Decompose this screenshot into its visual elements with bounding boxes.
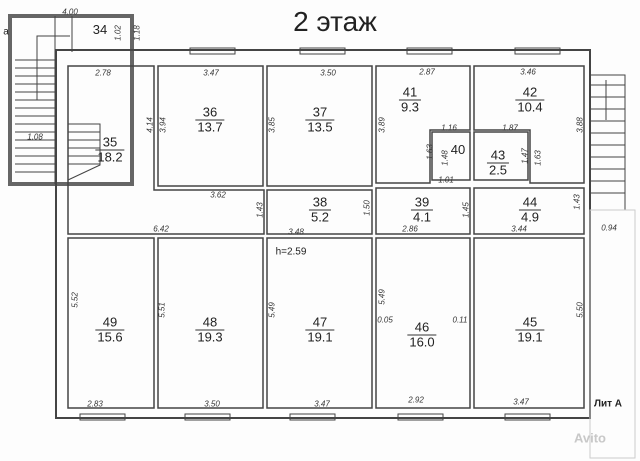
room-area: 4.9: [518, 209, 542, 225]
dimension-label: 0.11: [452, 315, 468, 325]
dimension-label: 3.62: [210, 190, 226, 200]
dimension-label: 4.14: [145, 117, 155, 133]
dimension-label: 1.87: [502, 123, 518, 133]
room-area: 19.1: [305, 329, 335, 345]
dimension-label: 2.78: [95, 68, 111, 78]
room-number: 34: [92, 22, 108, 37]
dimension-label: 3.88: [575, 117, 585, 133]
dimension-label: 5.50: [575, 302, 585, 318]
room-number: 40: [450, 142, 466, 157]
dimension-label: 3.89: [377, 117, 387, 133]
dimension-label: 3.46: [520, 67, 536, 77]
room-number: 36: [202, 104, 218, 120]
room-area: 10.4: [515, 99, 545, 115]
room-number: 44: [522, 194, 538, 210]
dimension-label: 1.50: [362, 200, 372, 216]
dimension-label: 1.63: [533, 150, 543, 166]
dimension-label: 5.51: [157, 302, 167, 318]
room-number: 39: [414, 194, 430, 210]
floor-title: 2 этаж: [293, 6, 377, 37]
dimension-label: 0.05: [377, 315, 393, 325]
right-staircase: [589, 74, 636, 459]
dimension-label: 1.45: [461, 202, 471, 218]
dimension-label: 0.94: [601, 223, 617, 233]
room-number: 47: [312, 314, 328, 330]
room-number: 43: [490, 147, 506, 163]
inner-staircase: [67, 123, 101, 181]
dimension-label: 2.83: [87, 399, 103, 409]
room-area: 19.3: [195, 329, 225, 345]
room-number: 35: [102, 134, 118, 150]
windows: [79, 47, 561, 421]
dimension-label: 4.00: [62, 7, 78, 17]
dimension-label: 3.47: [314, 399, 330, 409]
dimension-label: 3.44: [511, 224, 527, 234]
dimension-label: 3.47: [203, 68, 219, 78]
room-number: 41: [402, 84, 418, 100]
dimension-label: 2.86: [402, 224, 418, 234]
room-number: 42: [522, 84, 538, 100]
dimension-label: 1.47: [520, 148, 530, 164]
room-area: 16.0: [407, 334, 437, 350]
dimension-label: 5.49: [267, 302, 277, 318]
room-area: 18.2: [95, 149, 125, 165]
dimension-label: 1.18: [132, 25, 142, 41]
dimension-label: 3.47: [513, 397, 529, 407]
room-area: 5.2: [308, 209, 332, 225]
dimension-label: 3.48: [288, 227, 304, 237]
dimension-label: 3.50: [204, 399, 220, 409]
room-number: 48: [202, 314, 218, 330]
dimension-label: 1.02: [113, 25, 123, 41]
dimension-label: 1.43: [572, 194, 582, 210]
dimension-label: 5.49: [377, 289, 387, 305]
room-area: 19.1: [515, 329, 545, 345]
room-area: 13.7: [195, 119, 225, 135]
room-0: 34: [93, 23, 107, 37]
dimension-label: 1.16: [441, 123, 457, 133]
axis-label: а: [3, 26, 9, 38]
room-number: 46: [414, 319, 430, 335]
room-area: 13.5: [305, 119, 335, 135]
room-number: 49: [102, 314, 118, 330]
room-area: 2.5: [486, 162, 510, 178]
room-area: 4.1: [410, 209, 434, 225]
dimension-label: 2.87: [419, 67, 435, 77]
watermark: Avito: [573, 430, 607, 446]
room-area: 9.3: [398, 99, 422, 115]
building-label: Лит А: [593, 398, 623, 410]
dimension-label: 1.43: [255, 202, 265, 218]
dimension-label: 5.52: [70, 292, 80, 308]
dimension-label: 3.50: [320, 68, 336, 78]
room-area: 15.6: [95, 329, 125, 345]
dimension-label: 1.08: [27, 132, 43, 142]
dimension-label: 1.48: [440, 150, 450, 166]
room-6: 40: [451, 143, 465, 157]
dimension-label: 3.94: [158, 117, 168, 133]
ceiling-height-label: h=2.59: [275, 246, 307, 258]
room-number: 45: [522, 314, 538, 330]
room-number: 37: [312, 104, 328, 120]
dimension-label: 2.92: [408, 395, 424, 405]
dimension-label: 1.63: [425, 144, 435, 160]
dimension-label: 3.85: [267, 117, 277, 133]
dimension-label: 1.01: [438, 175, 454, 185]
dimension-label: 6.42: [153, 224, 169, 234]
room-number: 38: [312, 194, 328, 210]
